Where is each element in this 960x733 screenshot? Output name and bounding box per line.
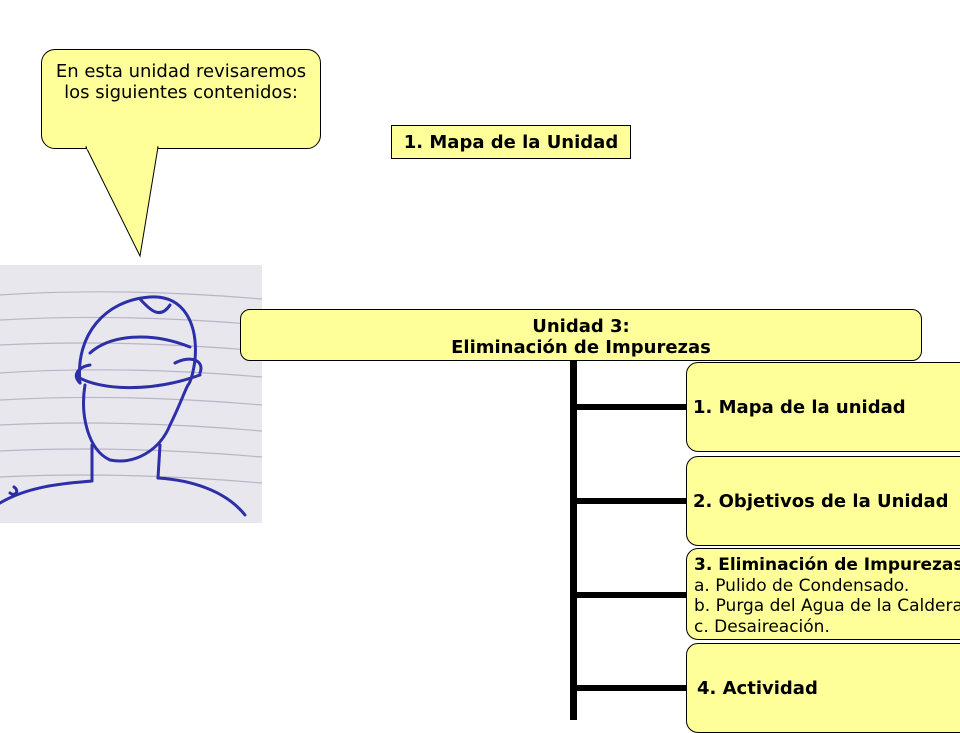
worker-sketch-image (0, 265, 262, 523)
menu-item-mapa[interactable]: 1. Mapa de la unidad (686, 362, 960, 452)
submenu-item-purga[interactable]: b. Purga del Agua de la Caldera. (694, 596, 960, 616)
menu-item-eliminacion[interactable]: 3. Eliminación de Impurezas a. Pulido de… (686, 548, 960, 640)
tree-branch-3 (573, 592, 691, 598)
unit-name: Eliminación de Impurezas (451, 337, 711, 358)
page-title: 1. Mapa de la Unidad (391, 125, 631, 159)
submenu-item-pulido[interactable]: a. Pulido de Condensado. (694, 575, 910, 596)
menu-item-objetivos-label: 2. Objetivos de la Unidad (693, 490, 949, 512)
tree-branch-2 (573, 498, 691, 504)
menu-item-mapa-label: 1. Mapa de la unidad (693, 396, 906, 418)
unit-header: Unidad 3: Eliminación de Impurezas (240, 309, 922, 361)
menu-item-eliminacion-label: 3. Eliminación de Impurezas (694, 555, 960, 575)
tree-branch-4 (573, 685, 691, 691)
tree-branch-1 (573, 404, 691, 410)
speech-bubble (41, 49, 321, 149)
speech-bubble-text: En esta unidad revisaremos los siguiente… (55, 61, 307, 103)
unit-number: Unidad 3: (532, 316, 630, 337)
tree-trunk-line (570, 361, 577, 720)
submenu-item-desaireacion[interactable]: c. Desaireación. (694, 616, 830, 637)
menu-item-actividad-label: 4. Actividad (697, 677, 818, 699)
page-title-label: 1. Mapa de la Unidad (403, 131, 619, 153)
menu-item-objetivos[interactable]: 2. Objetivos de la Unidad (686, 456, 960, 546)
